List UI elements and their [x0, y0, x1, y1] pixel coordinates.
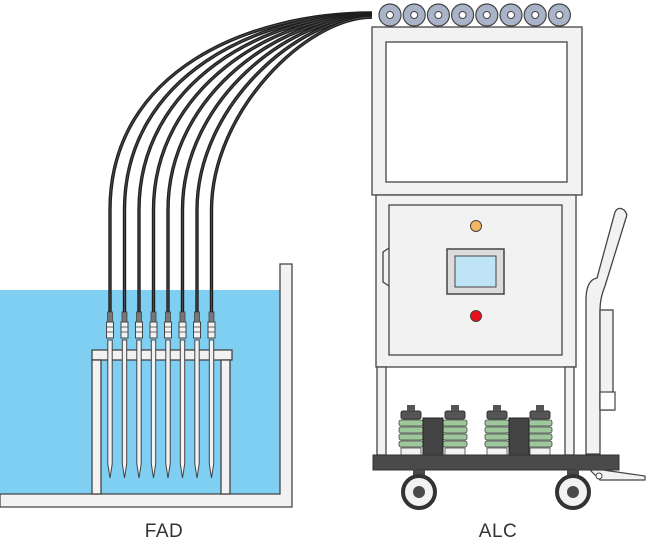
tank-wall: [0, 263, 293, 508]
door-hinge: [382, 247, 390, 287]
probe: [106, 311, 114, 479]
connector: [451, 3, 475, 27]
indicator-lamp-red: [470, 310, 482, 322]
tank: [0, 263, 293, 508]
probe: [207, 311, 216, 479]
connector: [426, 3, 450, 27]
left-leg: [376, 366, 387, 456]
alc-unit: [371, 3, 646, 510]
connector: [475, 3, 499, 27]
probe-group: [106, 311, 216, 479]
wheel-left: [401, 470, 437, 510]
pump-block: [422, 417, 444, 456]
pump-block: [508, 417, 530, 456]
cable-bundle: [108, 11, 373, 312]
cable: [108, 11, 373, 312]
probe: [135, 311, 143, 479]
filter-unit: [484, 405, 510, 456]
touch-screen: [454, 255, 497, 288]
connector: [523, 3, 547, 27]
connector: [402, 3, 426, 27]
connector: [378, 3, 402, 27]
upper-window: [385, 41, 568, 183]
connector-row: [378, 3, 572, 27]
filter-unit: [442, 405, 468, 456]
probe: [178, 311, 187, 479]
connector: [499, 3, 523, 27]
right-leg: [564, 366, 575, 456]
bracket-latch: [599, 391, 616, 411]
probe: [193, 311, 201, 479]
indicator-lamp-orange: [470, 220, 482, 232]
probe: [164, 311, 172, 479]
cart-handle: [585, 207, 628, 455]
probe-frame: [91, 349, 233, 495]
filter-unit: [527, 405, 553, 456]
probe: [120, 311, 129, 479]
wheel-right: [555, 470, 591, 510]
label-alc: ALC: [478, 521, 518, 542]
filter-units: [398, 405, 553, 456]
probe: [149, 311, 158, 479]
cart-base: [372, 454, 620, 471]
filter-unit: [398, 405, 424, 456]
label-fad: FAD: [144, 521, 184, 542]
connector: [547, 3, 572, 27]
